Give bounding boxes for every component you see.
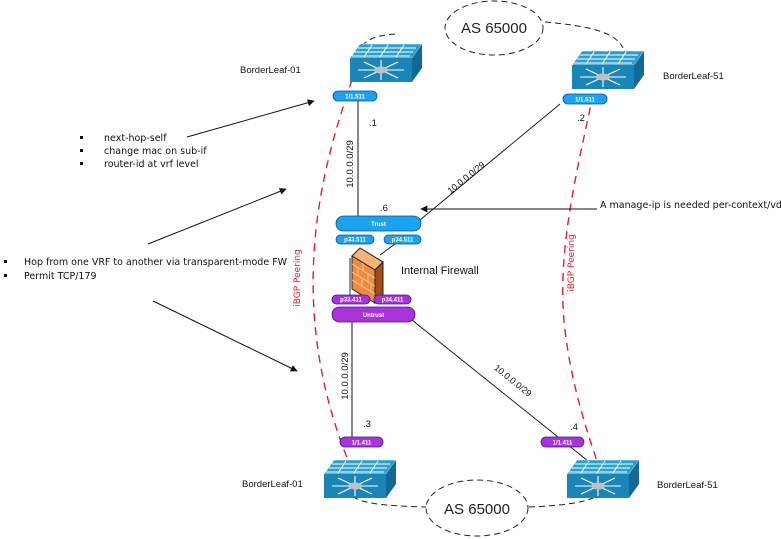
bullet-icon	[4, 274, 7, 277]
node-bottom-right-name: BorderLeaf-51	[657, 480, 718, 491]
as-top-label: AS 65000	[461, 20, 527, 37]
as-top-ellipse	[444, 0, 544, 56]
leaf-notes-list: next-hop-self change mac on sub-if route…	[80, 133, 207, 170]
bullet-icon	[4, 260, 7, 263]
as-bottom-ellipse	[425, 479, 529, 537]
subnet-bottom-left: 10.0.0.0/29	[340, 352, 351, 400]
bullet-icon	[80, 162, 83, 165]
ip-suffix-top-left: .1	[369, 118, 377, 129]
leaf-note-item: next-hop-self	[104, 133, 167, 144]
subnet-bottom-right: 10.0.0.0/29	[492, 363, 533, 399]
node-top-right-name: BorderLeaf-51	[663, 71, 724, 82]
node-bottom-left-name: BorderLeaf-01	[242, 479, 303, 490]
as-top-link-right	[544, 21, 624, 49]
trust-port-right-label: p34.511	[392, 238, 414, 244]
untrust-zone[interactable]: Untrust	[331, 306, 416, 323]
untrust-port-left[interactable]: p33.411	[331, 294, 371, 305]
untrust-port-right[interactable]: p34.411	[373, 294, 412, 305]
link-top-right-fw	[419, 103, 561, 221]
ibgp-peering-left-curve	[312, 79, 353, 471]
interface-top-left-label: 1/1.511	[345, 95, 365, 101]
node-top-left-name: BorderLeaf-01	[240, 65, 301, 76]
as-bottom-label: AS 65000	[444, 501, 510, 518]
switch-top-right-icon[interactable]	[571, 50, 645, 90]
firewall-icon[interactable]	[351, 247, 384, 305]
arrow-fw-notes-up	[147, 188, 287, 245]
interface-bottom-right-label: 1/1.411	[553, 441, 573, 447]
arrow-fw-notes-down	[152, 300, 298, 372]
switch-bottom-left-icon[interactable]	[323, 459, 397, 499]
trust-port-right[interactable]: p34.511	[383, 234, 422, 245]
bullet-icon	[80, 136, 83, 139]
subnet-top-right: 10.0.0.0/29	[445, 160, 486, 196]
untrust-zone-label: Untrust	[363, 313, 384, 319]
interface-top-right[interactable]: 1/1.511	[562, 93, 608, 105]
fw-notes-list: Hop from one VRF to another via transpar…	[4, 257, 288, 282]
manage-ip-note: A manage-ip is needed per-context/vdom	[600, 200, 781, 211]
interface-bottom-left-label: 1/1.411	[352, 441, 372, 447]
as-bottom-link-left	[352, 495, 427, 508]
ibgp-peering-right-curve	[562, 79, 601, 471]
leaf-note-item: router-id at vrf level	[104, 159, 199, 170]
interface-top-right-label: 1/1.511	[575, 98, 595, 104]
ip-suffix-trust: .6	[380, 203, 388, 214]
interface-top-left[interactable]: 1/1.511	[332, 90, 378, 102]
interface-bottom-left[interactable]: 1/1.411	[339, 436, 384, 448]
leaf-note-item: change mac on sub-if	[104, 146, 207, 157]
ip-suffix-bottom-left: .3	[363, 419, 371, 430]
switch-top-left-icon[interactable]	[349, 43, 423, 83]
ibgp-peering-left-label: iBGP Peering	[293, 249, 303, 307]
trust-port-left-label: p33.511	[344, 238, 366, 244]
fw-note-item: Hop from one VRF to another via transpar…	[24, 257, 288, 268]
ip-suffix-top-right: .2	[577, 113, 585, 124]
trust-zone[interactable]: Trust	[335, 215, 422, 232]
fw-note-item: Permit TCP/179	[24, 271, 97, 282]
trust-port-left[interactable]: p33.511	[335, 234, 375, 245]
bullet-icon	[80, 149, 83, 152]
switch-bottom-right-icon[interactable]	[566, 459, 640, 499]
untrust-port-left-label: p33.411	[340, 298, 362, 304]
interface-bottom-right[interactable]: 1/1.411	[540, 436, 585, 448]
arrow-leaf-notes	[186, 99, 315, 138]
trust-zone-label: Trust	[371, 222, 386, 228]
ibgp-peering-right-label: iBGP Peering	[567, 234, 577, 292]
link-fw-internal-right	[379, 243, 396, 256]
firewall-name: Internal Firewall	[401, 265, 479, 277]
as-top-group: AS 65000	[357, 0, 624, 56]
ip-suffix-bottom-right: .4	[570, 422, 578, 433]
subnet-top-left: 10.0.0.0/29	[345, 140, 356, 188]
untrust-port-right-label: p34.411	[382, 298, 404, 304]
